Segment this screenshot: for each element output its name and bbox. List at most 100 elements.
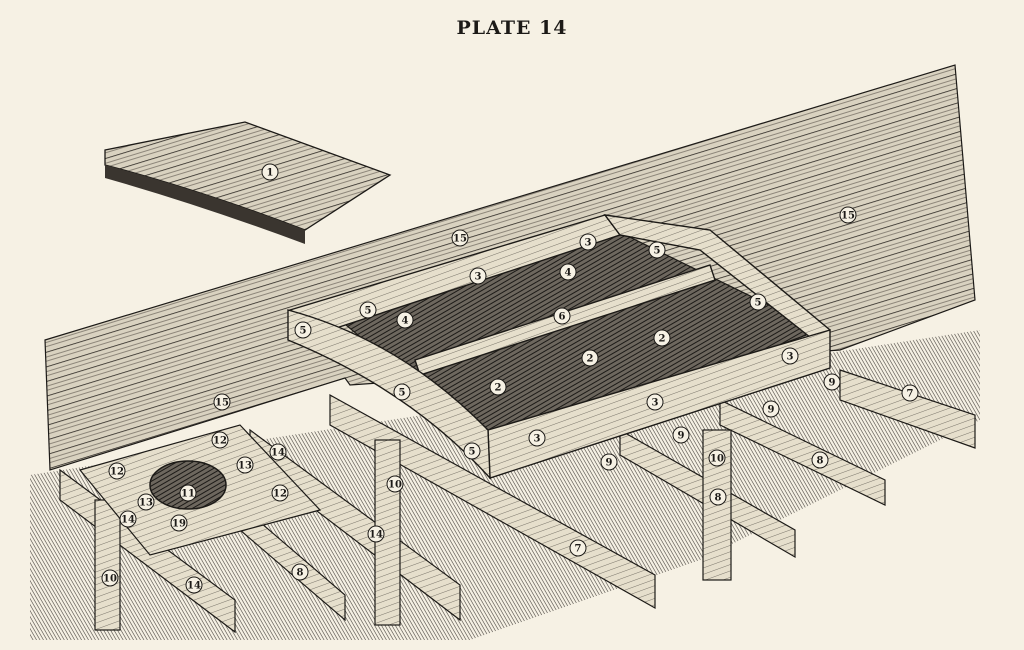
- callout-5: 5: [749, 293, 767, 311]
- callout-number: 19: [172, 519, 186, 530]
- callout-circle: [170, 514, 188, 532]
- callout-5: 5: [648, 241, 666, 259]
- callout-10: 10: [101, 569, 119, 587]
- callout-10: 10: [708, 449, 726, 467]
- callout-number: 2: [587, 354, 594, 365]
- callout-circle: [294, 321, 312, 339]
- callout-circle: [137, 493, 155, 511]
- callout-number: 4: [565, 268, 572, 279]
- callout-circle: [367, 525, 385, 543]
- callout-number: 7: [907, 389, 914, 400]
- callout-8: 8: [709, 488, 727, 506]
- callout-circle: [451, 229, 469, 247]
- callout-number: 15: [453, 234, 467, 245]
- callout-circle: [469, 267, 487, 285]
- callout-circle: [119, 510, 137, 528]
- callout-number: 9: [829, 378, 836, 389]
- callout-19: 19: [170, 514, 188, 532]
- callout-5: 5: [359, 301, 377, 319]
- callout-number: 15: [215, 398, 229, 409]
- callout-1: 1: [261, 163, 279, 181]
- callout-circle: [236, 456, 254, 474]
- callout-3: 3: [579, 233, 597, 251]
- callout-number: 14: [271, 448, 285, 459]
- callout-circle: [179, 484, 197, 502]
- callout-circle: [463, 442, 481, 460]
- callout-number: 10: [710, 454, 724, 465]
- callout-number: 3: [787, 352, 794, 363]
- callout-2: 2: [653, 329, 671, 347]
- callout-number: 4: [402, 316, 409, 327]
- callout-number: 3: [475, 272, 482, 283]
- callout-number: 9: [678, 431, 685, 442]
- callout-2: 2: [489, 378, 507, 396]
- callout-number: 12: [273, 489, 287, 500]
- callout-14: 14: [269, 443, 287, 461]
- callout-14: 14: [185, 576, 203, 594]
- callout-circle: [393, 383, 411, 401]
- callout-12: 12: [211, 431, 229, 449]
- callout-circle: [811, 451, 829, 469]
- callout-10: 10: [386, 475, 404, 493]
- callout-circle: [839, 206, 857, 224]
- callout-circle: [646, 393, 664, 411]
- callout-13: 13: [236, 456, 254, 474]
- callout-number: 12: [213, 436, 227, 447]
- callout-circle: [708, 449, 726, 467]
- callout-5: 5: [393, 383, 411, 401]
- callout-circle: [823, 373, 841, 391]
- callout-number: 5: [755, 298, 762, 309]
- callout-9: 9: [672, 426, 690, 444]
- callout-number: 6: [559, 312, 566, 323]
- callout-circle: [213, 393, 231, 411]
- callout-11: 11: [179, 484, 197, 502]
- callout-number: 8: [297, 568, 304, 579]
- callout-8: 8: [291, 563, 309, 581]
- callout-circle: [559, 263, 577, 281]
- callout-15: 15: [451, 229, 469, 247]
- callout-number: 7: [575, 544, 582, 555]
- callout-number: 5: [365, 306, 372, 317]
- callout-circle: [396, 311, 414, 329]
- callout-3: 3: [528, 429, 546, 447]
- callout-circle: [581, 349, 599, 367]
- callout-circle: [528, 429, 546, 447]
- callout-circle: [489, 378, 507, 396]
- callout-circle: [672, 426, 690, 444]
- callout-number: 14: [369, 530, 383, 541]
- callout-5: 5: [294, 321, 312, 339]
- callout-circle: [269, 443, 287, 461]
- callout-circle: [101, 569, 119, 587]
- callout-number: 13: [238, 461, 252, 472]
- callout-number: 5: [469, 447, 476, 458]
- callout-number: 3: [585, 238, 592, 249]
- callout-7: 7: [901, 384, 919, 402]
- callout-5: 5: [463, 442, 481, 460]
- callout-circle: [359, 301, 377, 319]
- callout-number: 9: [768, 405, 775, 416]
- callout-9: 9: [762, 400, 780, 418]
- callout-number: 2: [495, 383, 502, 394]
- callout-12: 12: [271, 484, 289, 502]
- callout-circle: [261, 163, 279, 181]
- callout-circle: [271, 484, 289, 502]
- callout-3: 3: [469, 267, 487, 285]
- callout-14: 14: [119, 510, 137, 528]
- callout-circle: [709, 488, 727, 506]
- deck-shadow: [30, 330, 980, 640]
- callout-number: 5: [654, 246, 661, 257]
- callout-14: 14: [367, 525, 385, 543]
- callout-7: 7: [569, 539, 587, 557]
- callout-circle: [749, 293, 767, 311]
- callout-number: 8: [715, 493, 722, 504]
- callout-2: 2: [581, 349, 599, 367]
- callout-number: 5: [300, 326, 307, 337]
- callout-circle: [291, 563, 309, 581]
- callout-8: 8: [811, 451, 829, 469]
- callout-4: 4: [559, 263, 577, 281]
- callout-15: 15: [839, 206, 857, 224]
- callout-circle: [762, 400, 780, 418]
- callout-number: 8: [817, 456, 824, 467]
